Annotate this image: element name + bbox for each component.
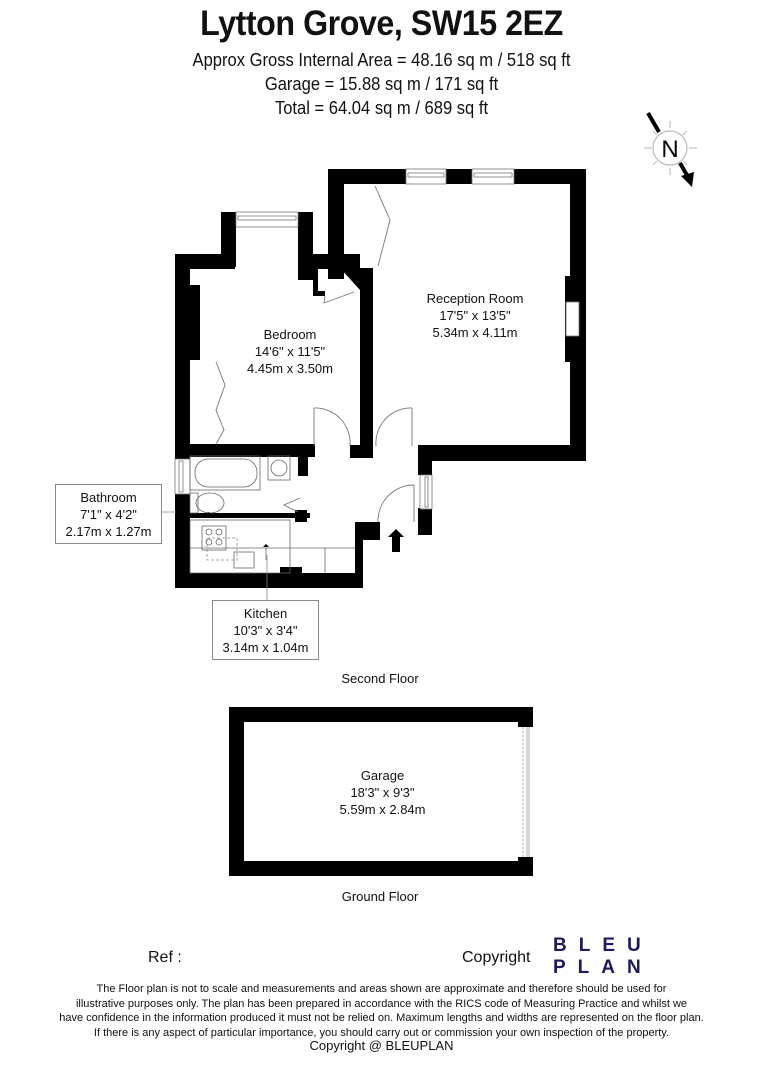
- room-imperial: 7'1" x 4'2": [80, 507, 137, 522]
- callout-bathroom: Bathroom 7'1" x 4'2" 2.17m x 1.27m: [55, 484, 162, 544]
- room-metric: 3.14m x 1.04m: [222, 640, 309, 655]
- page-title: Lytton Grove, SW15 2EZ: [200, 4, 563, 43]
- room-metric: 5.34m x 4.11m: [432, 325, 518, 340]
- garage-door: [522, 727, 530, 857]
- room-garage: Garage 18'3" x 9'3" 5.59m x 2.84m: [310, 767, 455, 818]
- fixture-marks: [206, 512, 269, 547]
- north-arrow-icon: N: [644, 111, 697, 187]
- windows: [174, 168, 580, 510]
- copyright-label: Copyright: [462, 949, 531, 966]
- svg-text:N: N: [661, 136, 678, 163]
- disclaimer-line: illustrative purposes only. The plan has…: [75, 997, 688, 1010]
- doors: [215, 185, 415, 523]
- room-metric: 4.45m x 3.50m: [247, 361, 333, 376]
- room-name: Reception Room: [426, 291, 524, 306]
- disclaimer-line: have confidence in the information produ…: [59, 1012, 704, 1024]
- disclaimer-line: The Floor plan is not to scale and measu…: [96, 983, 667, 995]
- copyright-footer: Copyright @ BLEUPLAN: [309, 1038, 454, 1053]
- floor-label-ground: Ground Floor: [341, 889, 419, 904]
- floor-label-second: Second Floor: [341, 671, 419, 686]
- garage-walls: [229, 707, 533, 876]
- room-imperial: 10'3" x 3'4": [233, 623, 298, 638]
- room-name: Garage: [360, 768, 405, 783]
- logo-line-1: BLEU: [553, 935, 653, 956]
- gross-internal-area: Approx Gross Internal Area = 48.16 sq m …: [192, 50, 571, 70]
- room-imperial: 14'6" x 11'5": [254, 344, 326, 359]
- room-reception: Reception Room 17'5" x 13'5" 5.34m x 4.1…: [400, 290, 550, 341]
- room-bedroom: Bedroom 14'6" x 11'5" 4.45m x 3.50m: [220, 326, 360, 377]
- second-floor-walls: [175, 169, 586, 588]
- garage-area: Garage = 15.88 sq m / 171 sq ft: [264, 74, 499, 94]
- appliance-outline: [206, 537, 238, 561]
- fixtures: [189, 455, 355, 574]
- logo-line-2: PLAN: [553, 957, 653, 978]
- room-name: Bedroom: [263, 327, 317, 342]
- room-imperial: 17'5" x 13'5": [439, 308, 511, 323]
- callout-kitchen: Kitchen 10'3" x 3'4" 3.14m x 1.04m: [212, 600, 319, 660]
- bleuplan-logo: BLEU PLAN: [553, 935, 653, 979]
- room-name: Kitchen: [243, 606, 288, 621]
- room-metric: 2.17m x 1.27m: [65, 524, 152, 539]
- room-name: Bathroom: [80, 490, 137, 505]
- ref-label: Ref :: [148, 949, 182, 966]
- entrance-arrow-icon: [388, 529, 404, 552]
- room-imperial: 18'3" x 9'3": [350, 785, 415, 800]
- total-area: Total = 64.04 sq m / 689 sq ft: [274, 98, 489, 118]
- disclaimer: The Floor plan is not to scale and measu…: [0, 982, 763, 1040]
- disclaimer-line: If there is any aspect of particular imp…: [93, 1026, 670, 1039]
- room-metric: 5.59m x 2.84m: [339, 802, 426, 817]
